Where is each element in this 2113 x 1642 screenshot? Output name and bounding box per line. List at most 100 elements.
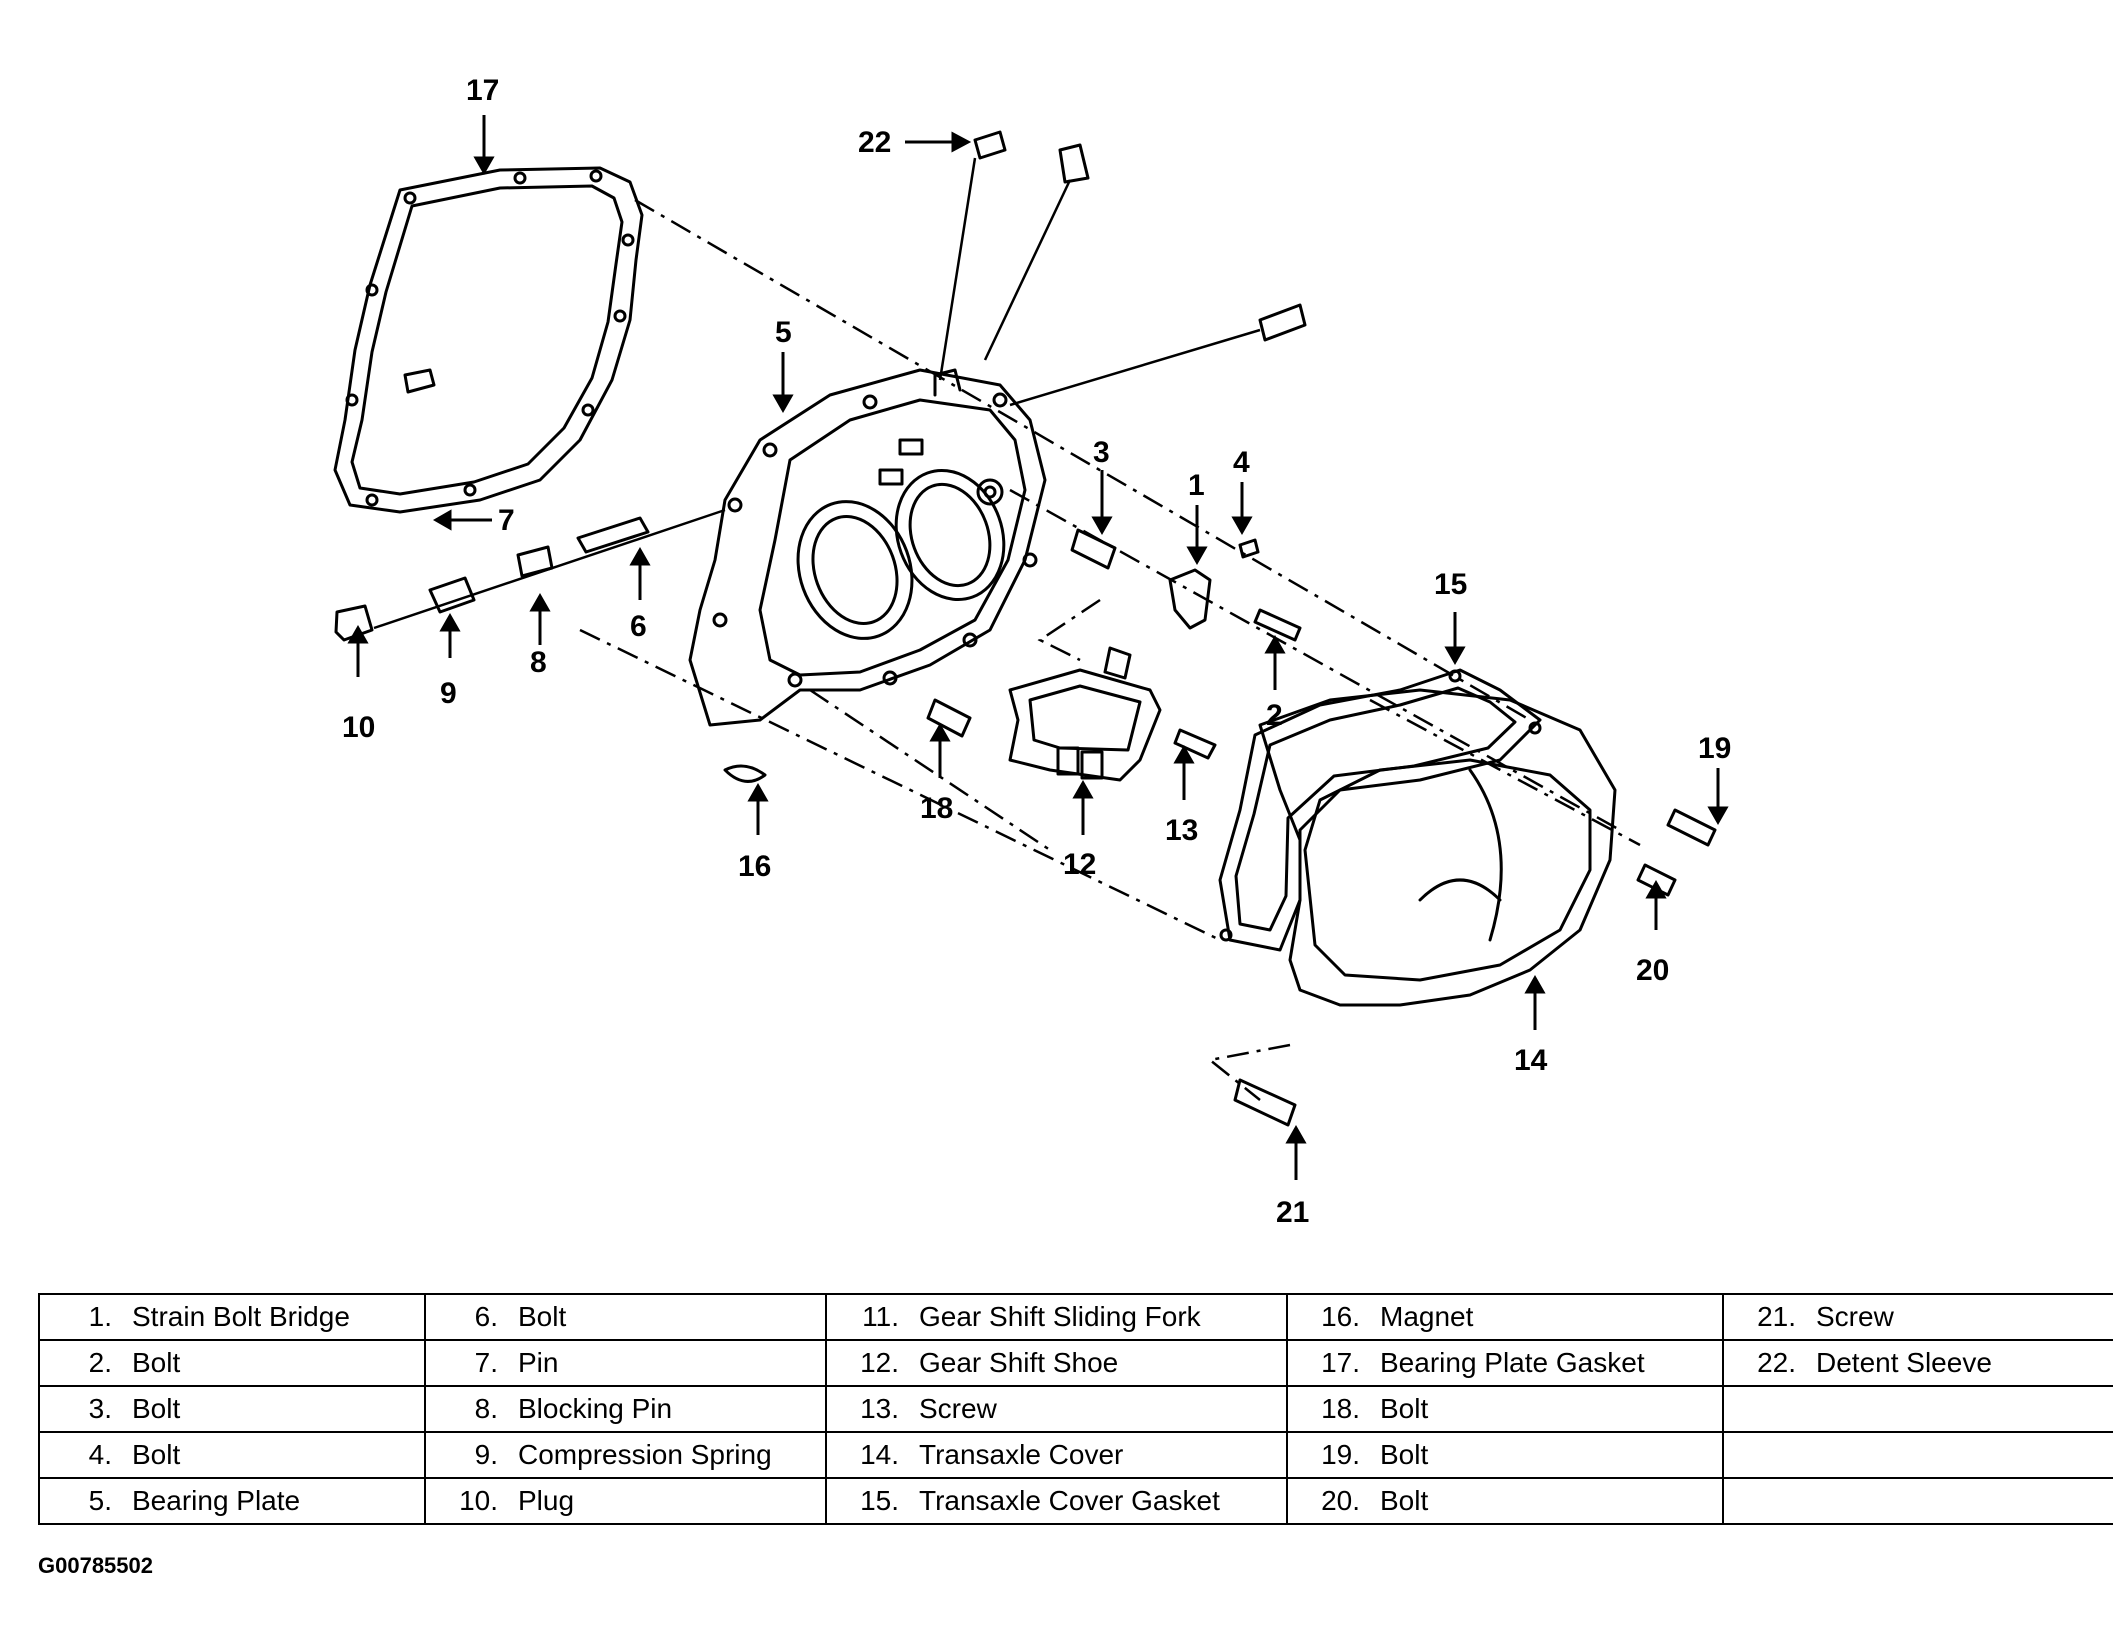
legend-cell: 8. Blocking Pin [424,1385,827,1433]
legend-item-label: Compression Spring [518,1439,772,1470]
legend-item-label: Gear Shift Sliding Fork [919,1301,1201,1332]
callout-1: 1 [1188,469,1205,502]
small-hardware [334,130,1717,1127]
legend-item-number: 22. [1757,1347,1796,1378]
legend-cell: 2. Bolt [38,1339,426,1387]
legend-item-number: 1. [88,1301,112,1332]
legend-item-number: 17. [1321,1347,1360,1378]
legend-cell: 16. Magnet [1286,1293,1724,1341]
figure-id: G00785502 [38,1553,153,1578]
legend-item-number: 12. [860,1347,899,1378]
legend-item-label: Bearing Plate [132,1485,301,1516]
legend-item-label: Gear Shift Shoe [919,1347,1119,1378]
legend-item-number: 2. [88,1347,112,1378]
callout-21: 21 [1276,1196,1309,1229]
callout-3: 3 [1093,436,1110,469]
callout-18: 18 [920,792,953,825]
legend-cell: 12. Gear Shift Shoe [825,1339,1288,1387]
legend-item-label: Bolt [1380,1439,1429,1470]
legend-item-number: 14. [860,1439,899,1470]
gear-shift-shoe [1008,646,1162,782]
legend-cell: 5. Bearing Plate [38,1477,426,1525]
legend-item-number: 6. [474,1301,498,1332]
legend-item-label: Screw [919,1393,997,1424]
legend-cell: 10.Plug [424,1477,827,1525]
transaxle-cover [1258,688,1617,1007]
legend-item-label: Transaxle Cover Gasket [919,1485,1220,1516]
callout-5: 5 [775,316,792,349]
callout-9: 9 [440,677,457,710]
legend-item-number: 11. [862,1301,899,1332]
legend-cell: 11. Gear Shift Sliding Fork [825,1293,1288,1341]
legend-cell: 20. Bolt [1286,1477,1724,1525]
legend-item-number: 10. [459,1485,498,1516]
callout-20: 20 [1636,954,1669,987]
legend-item-label: Bearing Plate Gasket [1380,1347,1645,1378]
legend-cell: 1. Strain Bolt Bridge [38,1293,426,1341]
legend-cell: 14. Transaxle Cover [825,1431,1288,1479]
legend-cell: 4. Bolt [38,1431,426,1479]
legend-item-label: Screw [1816,1301,1894,1332]
legend-cell: 6. Bolt [424,1293,827,1341]
legend-item-label: Strain Bolt Bridge [132,1301,350,1332]
callout-17: 17 [466,74,499,107]
legend-item-label: Bolt [1380,1485,1429,1516]
legend-cell: 19. Bolt [1286,1431,1724,1479]
legend-cell: 13. Screw [825,1385,1288,1433]
legend-item-label: Magnet [1380,1301,1474,1332]
legend-cell: 18. Bolt [1286,1385,1724,1433]
legend-cell: 17. Bearing Plate Gasket [1286,1339,1724,1387]
legend-item-number: 9. [474,1439,498,1470]
legend-item-number: 13. [860,1393,899,1424]
legend-row: 3. Bolt 8. Blocking Pin 13. Screw 18. Bolt [38,1385,2113,1433]
callout-16: 16 [738,850,771,883]
legend-item-number: 15. [860,1485,899,1516]
legend-item-number: 21. [1757,1301,1796,1332]
legend-item-number: 7. [474,1347,498,1378]
legend-item-label: Bolt [132,1439,181,1470]
legend-row: 1. Strain Bolt Bridge 6. Bolt 11. Gear Shift … [38,1293,2113,1341]
legend-item-number: 4. [88,1439,112,1470]
legend-cell: 21. Screw [1722,1293,2113,1341]
callout-15: 15 [1434,568,1467,601]
legend-item-label: Detent Sleeve [1816,1347,1992,1378]
legend-cell: 3. Bolt [38,1385,426,1433]
legend-item-label: Blocking Pin [518,1393,673,1424]
legend-cell: 7. Pin [424,1339,827,1387]
legend-row: 4. Bolt 9. Compression Spring 14. Transaxle C… [38,1431,2113,1479]
legend-cell: 22. Detent Sleeve [1722,1339,2113,1387]
legend-item-label: Pin [518,1347,559,1378]
legend-item-number: 3. [88,1393,112,1424]
legend-item-number: 18. [1321,1393,1360,1424]
exploded-parts-diagram: 17 22 5 3 1 4 7 15 2 10 9 8 6 19 13 18 1… [333,74,1731,1229]
legend-item-label: Bolt [132,1393,181,1424]
callout-13: 13 [1165,814,1198,847]
transaxle-cover-gasket [1218,668,1542,952]
legend-cell: 15. Transaxle Cover Gasket [825,1477,1288,1525]
legend-cell [1722,1477,2113,1525]
legend-item-label: Bolt [518,1301,567,1332]
legend-item-label: Bolt [132,1347,181,1378]
strain-bolt-bridge [1168,568,1212,630]
legend-item-label: Transaxle Cover [919,1439,1124,1470]
legend-cell [1722,1431,2113,1479]
legend-item-number: 20. [1321,1485,1360,1516]
callout-14: 14 [1514,1044,1548,1077]
legend-item-number: 5. [88,1485,112,1516]
callout-6: 6 [630,610,647,643]
legend-item-number: 16. [1321,1301,1360,1332]
legend-cell [1722,1385,2113,1433]
legend-item-number: 8. [474,1393,498,1424]
callout-8: 8 [530,646,547,679]
callout-10: 10 [342,711,375,744]
legend-row: 2. Bolt 7. Pin 12. Gear Shift Shoe 17. Bearing … [38,1339,2113,1387]
parts-legend-table: 1. Strain Bolt Bridge 6. Bolt 11. Gear Shift … [38,1293,2113,1525]
callout-4: 4 [1233,446,1250,479]
legend-item-label: Bolt [1380,1393,1429,1424]
callout-7: 7 [498,504,515,537]
bearing-plate-gasket [333,166,644,514]
legend-cell: 9. Compression Spring [424,1431,827,1479]
bearing-plate [688,368,1047,727]
callout-12: 12 [1063,848,1096,881]
legend-item-number: 19. [1321,1439,1360,1470]
